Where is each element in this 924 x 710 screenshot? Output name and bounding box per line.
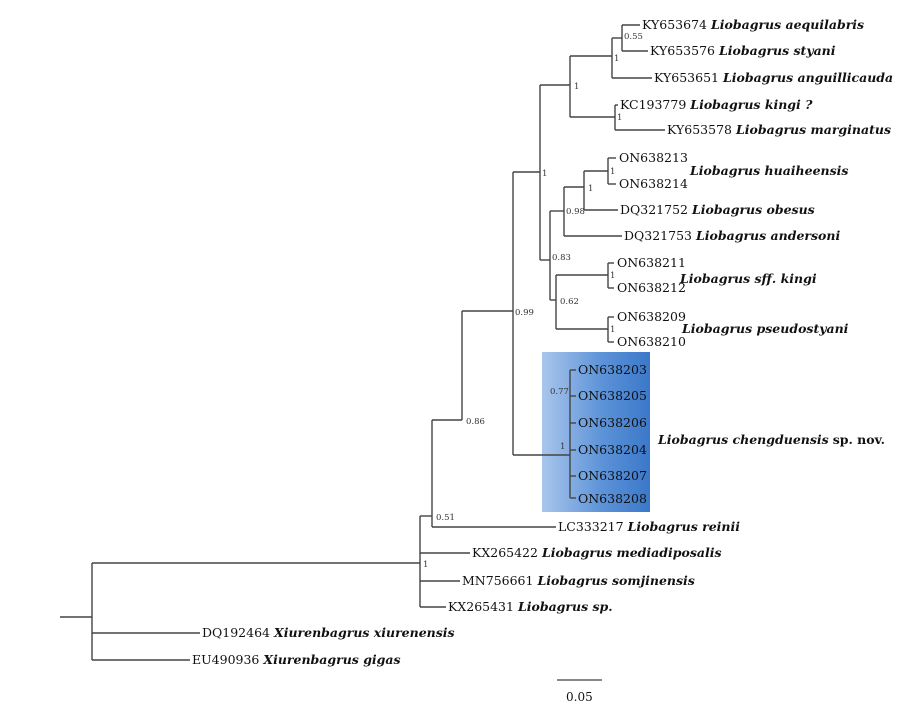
support-label: 1 — [617, 113, 622, 123]
support-label: 1 — [542, 169, 547, 179]
scale-bar: 0.05 — [557, 679, 602, 704]
tip-label: KX265431 Liobagrus sp. — [448, 598, 613, 615]
tip-label: KY653576 Liobagrus styani — [650, 42, 836, 59]
tip-label: ON638204 — [578, 442, 647, 457]
tip-label: ON638211 — [617, 255, 686, 270]
support-label: 0.62 — [560, 297, 579, 307]
tip-labels: KY653674 Liobagrus aequilabris KY653576 … — [192, 16, 893, 668]
support-label: 0.77 — [550, 387, 569, 397]
tip-label: DQ321752 Liobagrus obesus — [620, 201, 815, 218]
support-label: 1 — [574, 82, 579, 92]
tip-label: KY653578 Liobagrus marginatus — [667, 121, 891, 138]
species-label: Liobagrus sff. kingi — [679, 271, 817, 286]
tip-label: ON638210 — [617, 334, 686, 349]
support-label: 0.99 — [515, 308, 534, 318]
tree-branches — [60, 24, 665, 661]
tip-label: EU490936 Xiurenbagrus gigas — [192, 651, 401, 668]
tip-label: ON638212 — [617, 280, 686, 295]
support-label: 1 — [614, 54, 619, 64]
tip-label: KC193779 Liobagrus kingi ? — [620, 96, 813, 113]
support-label: 0.55 — [624, 32, 643, 42]
scale-bar-label: 0.05 — [566, 690, 593, 704]
tip-label: LC333217 Liobagrus reinii — [558, 518, 740, 535]
tip-label: ON638213 — [619, 150, 688, 165]
tip-label: KY653651 Liobagrus anguillicauda — [654, 69, 893, 86]
species-label: Liobagrus pseudostyani — [681, 321, 849, 336]
support-label: 0.51 — [436, 513, 455, 523]
tip-label: KX265422 Liobagrus mediadiposalis — [472, 544, 722, 561]
tip-label: DQ192464 Xiurenbagrus xiurenensis — [202, 624, 455, 641]
species-label: Liobagrus huaiheensis — [689, 163, 848, 178]
support-label: 1 — [610, 167, 615, 177]
tip-label: KY653674 Liobagrus aequilabris — [642, 16, 864, 33]
support-label: 1 — [610, 325, 615, 335]
support-label: 1 — [610, 271, 615, 281]
support-label: 1 — [560, 442, 565, 452]
new-species-highlight-box — [542, 352, 650, 512]
tip-label: ON638208 — [578, 491, 647, 506]
tip-label: ON638214 — [619, 176, 688, 191]
support-label: 0.98 — [566, 207, 585, 217]
support-values: 0.55 1 1 1 1 1 1 0.98 0.83 1 0.62 1 0.99… — [423, 32, 643, 570]
tip-label: ON638205 — [578, 388, 647, 403]
tip-label: ON638203 — [578, 362, 647, 377]
new-species-label: Liobagrus chengduensis sp. nov. — [657, 431, 885, 448]
support-label: 0.86 — [466, 417, 485, 427]
support-label: 1 — [588, 184, 593, 194]
support-label: 1 — [423, 560, 428, 570]
support-label: 0.83 — [552, 253, 571, 263]
tip-label: DQ321753 Liobagrus andersoni — [624, 227, 840, 244]
tip-label: ON638209 — [617, 309, 686, 324]
tip-label: ON638207 — [578, 468, 647, 483]
tip-label: MN756661 Liobagrus somjinensis — [462, 572, 695, 589]
tip-label: ON638206 — [578, 415, 647, 430]
